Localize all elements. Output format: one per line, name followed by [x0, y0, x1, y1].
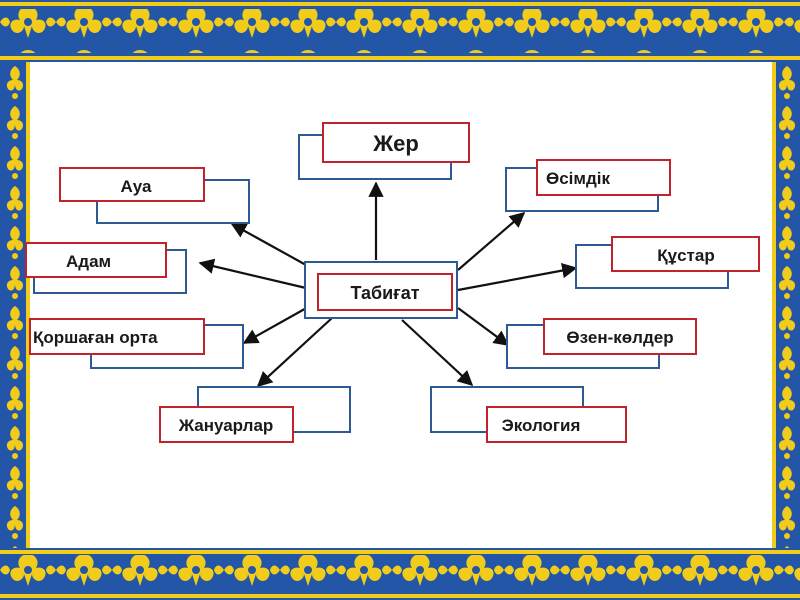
node-korshagan-label: Қоршаған орта	[33, 328, 158, 347]
node-ekologiya-label: Экология	[502, 416, 581, 435]
arrow-to-adam	[200, 263, 306, 288]
arrow-to-aua	[232, 224, 306, 265]
node-ekologiya: Экология	[431, 387, 626, 442]
center-node: Табиғат	[305, 262, 457, 318]
node-qustar: Құстар	[576, 237, 759, 288]
node-osimdik-label: Өсімдік	[546, 169, 610, 188]
node-korshagan: Қоршаған орта	[30, 319, 243, 368]
node-adam: Адам	[26, 243, 186, 293]
node-zhanuarlar-label: Жануарлар	[178, 416, 274, 435]
arrow-to-ekologiya	[402, 320, 472, 385]
node-ozen-label: Өзен-көлдер	[566, 328, 673, 347]
center-node-label: Табиғат	[350, 283, 419, 303]
node-adam-label: Адам	[66, 252, 111, 271]
arrow-to-ozen	[458, 308, 508, 345]
node-zhanuarlar: Жануарлар	[160, 387, 350, 442]
arrow-to-osimdik	[458, 213, 524, 270]
node-osimdik: Өсімдік	[506, 160, 670, 211]
node-zher-label: Жер	[372, 131, 419, 156]
node-zher: Жер	[299, 123, 469, 179]
node-qustar-label: Құстар	[657, 246, 714, 265]
node-ozen: Өзен-көлдер	[507, 319, 696, 368]
node-aua: Ауа	[60, 168, 249, 223]
arrow-to-korshagan	[244, 306, 310, 343]
arrow-to-qustar	[458, 268, 576, 290]
node-aua-label: Ауа	[121, 177, 153, 196]
